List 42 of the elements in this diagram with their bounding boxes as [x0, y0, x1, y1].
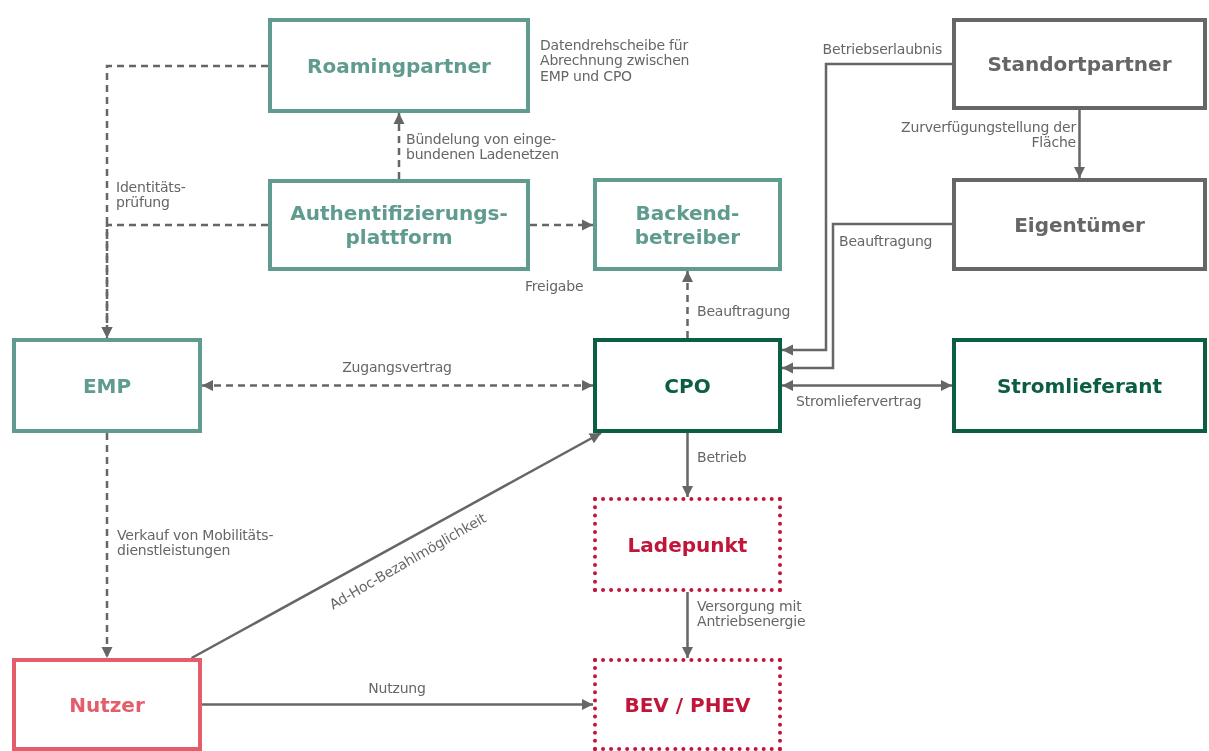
owner-box [952, 178, 1207, 271]
charging-point-box [593, 497, 782, 592]
supplier-box [952, 338, 1207, 433]
partner-box [952, 18, 1207, 110]
roaming-box [268, 18, 530, 113]
node-title: CPO [663, 373, 712, 398]
edge-label: Nutzung [368, 681, 426, 697]
arrow [681, 592, 694, 658]
edge-label: Beauftragung [697, 304, 791, 320]
arrow [782, 379, 952, 392]
node-title: Backend- betreiber [633, 200, 742, 249]
node-title: Standortpartner [986, 52, 1173, 76]
backend-box [593, 178, 782, 271]
emp-box [12, 338, 202, 433]
node-title: Ladepunkt [626, 532, 749, 557]
arrow [191, 431, 602, 660]
arrow [1073, 110, 1086, 178]
arrow [202, 379, 593, 392]
node-title: Nutzer [68, 692, 146, 717]
node-title: EMP [81, 373, 133, 398]
node-title: Authentifizierungs- plattform [289, 201, 509, 249]
node-title: Eigentümer [1013, 212, 1146, 237]
arrow [681, 271, 694, 338]
edge-label: Freigabe [525, 279, 584, 295]
node-title: Stromlieferant [995, 373, 1164, 398]
platform-box [268, 179, 530, 271]
arrow [782, 62, 952, 356]
edge-label: Stromliefervertrag [796, 394, 922, 410]
vehicle-box [593, 658, 782, 751]
edge-label: Zugangsvertrag [342, 360, 452, 376]
arrow [681, 433, 694, 497]
arrow [202, 698, 593, 711]
node-title: Roamingpartner [306, 53, 492, 78]
arrow [101, 433, 113, 658]
edge-label: Beauftragung [839, 234, 933, 250]
node-title: BEV / PHEV [623, 692, 752, 717]
cpo-box [593, 338, 782, 433]
arrow [101, 223, 268, 338]
arrow [393, 113, 405, 179]
arrow [782, 222, 952, 374]
user-box [12, 658, 202, 751]
arrow [530, 219, 593, 231]
